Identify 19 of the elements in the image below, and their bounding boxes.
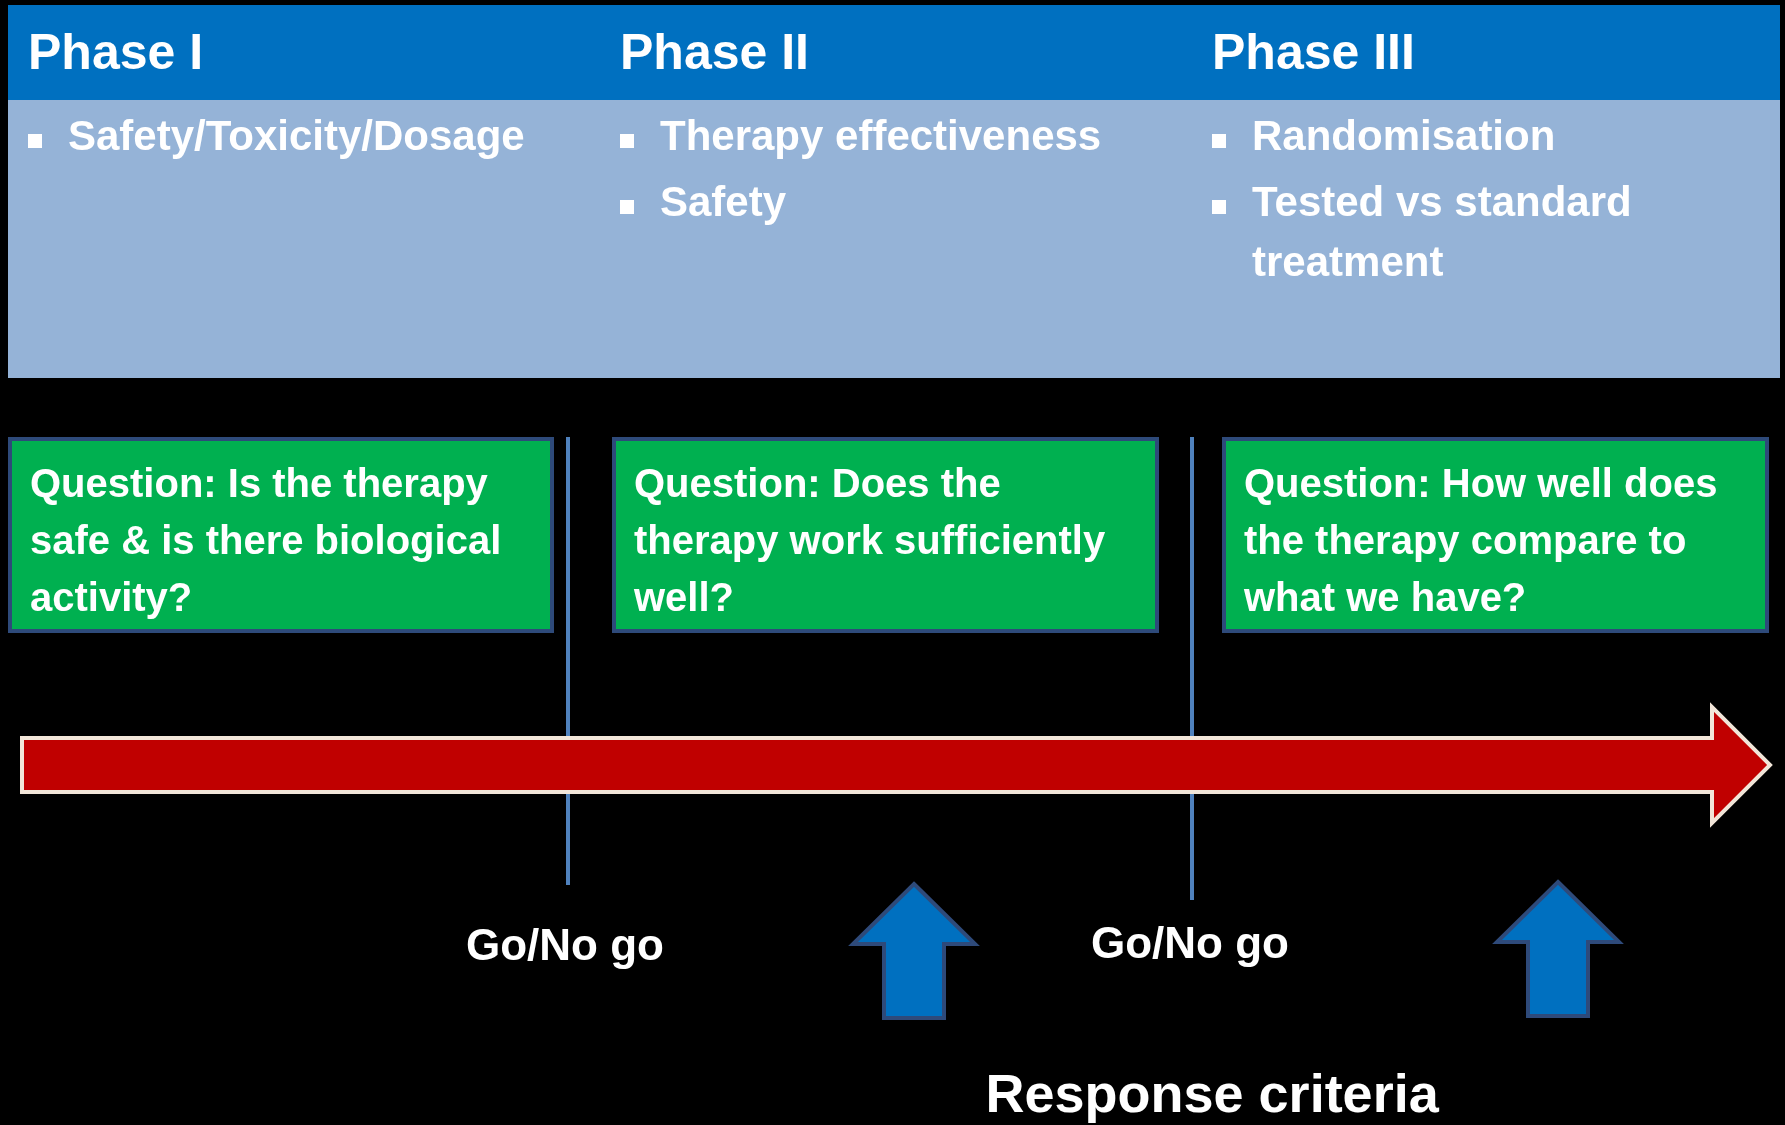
bullet-text: Safety/Toxicity/Dosage — [68, 111, 526, 161]
phase-panel — [1192, 5, 1780, 378]
question-box — [612, 437, 1159, 633]
bullet-text: Randomisation — [1252, 111, 1557, 161]
phase-panel — [8, 5, 600, 378]
decision-label: Go/No go — [466, 920, 664, 970]
axis-caption: Response criteria — [985, 1062, 1439, 1124]
bullet-text: Tested vs standard treatment — [1252, 177, 1633, 287]
decision-label: Go/No go — [1091, 918, 1289, 968]
phase-heading: Phase I — [8, 5, 600, 100]
question-text: Question: How well does the therapy compare to what we have? — [1244, 460, 1719, 621]
question-box — [1222, 437, 1769, 633]
bullet-text: Safety — [660, 177, 788, 227]
phase-heading: Phase II — [600, 5, 1192, 100]
question-text: Question: Does the therapy work sufficiently well? — [634, 460, 1107, 621]
phase-heading: Phase III — [1192, 5, 1780, 100]
question-text: Question: Is the therapy safe & is there biological activity? — [30, 460, 503, 621]
question-box — [8, 437, 554, 633]
bullet-text: Therapy effectiveness — [660, 111, 1103, 161]
